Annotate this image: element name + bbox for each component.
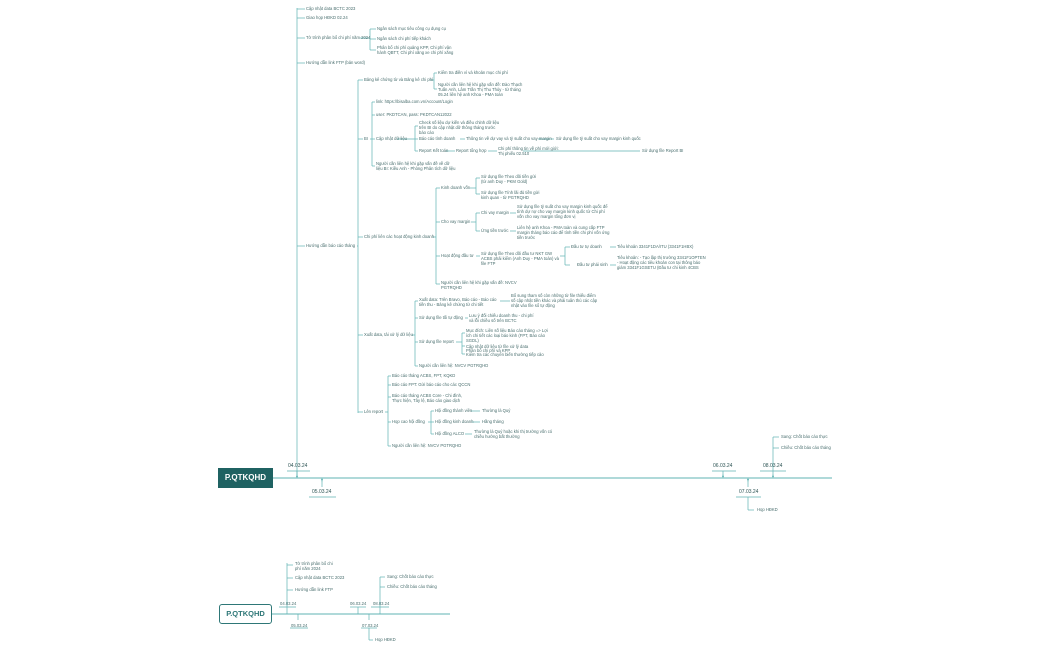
node-huong-dan-ftp[interactable]: Hướng dẫn link FTP (bản word) [306, 60, 366, 65]
node-bao-cao-fpt[interactable]: Báo cáo FPT: Gửi báo cáo cho các QCCN [392, 382, 471, 387]
mini-node-cap-nhat[interactable]: Cập nhật data BCTC 2023 [295, 575, 345, 580]
node-quy-bat-thuong[interactable]: Thường là Quý hoặc khi thị trường vốn có… [474, 429, 553, 439]
node-thuong-la-quy[interactable]: Thường là Quý [482, 408, 511, 413]
node-su-dung-file-tu-dong[interactable]: Sử dụng file tối tự động [419, 315, 463, 320]
node-hoat-dong-dau-tu[interactable]: Hoạt động đầu tư [441, 253, 474, 258]
node-dau-tu-tu-doanh[interactable]: Đầu tư tự doanh [571, 244, 602, 249]
node-phan-bo-chi-phi[interactable]: Phân bổ chi phí quảng KPP, Chi phí vận h… [377, 45, 454, 55]
node-sang-chot[interactable]: Sang: Chốt báo cáo thực [781, 434, 828, 439]
mini-date-label: 04.03.24 [280, 601, 297, 606]
node-file-ty-suat-margin[interactable]: Sử dụng file tỷ suất cho vay margin kinh… [517, 204, 608, 219]
date-label: 05.03.24 [312, 489, 332, 495]
node-hop-cao-hoi-dong[interactable]: Họp cao hội đồng [392, 419, 425, 424]
node-chi-phi-hoat-dong[interactable]: Chi phí liên các hoạt động kinh doanh [364, 234, 435, 239]
mini-node-to-trinh[interactable]: Tờ trình phân bổ chi phí năm 2024 [295, 561, 333, 571]
node-hang-thang[interactable]: Hằng tháng [482, 419, 504, 424]
date-label: 07.03.24 [739, 489, 759, 495]
mini-date-label: 08.03.24 [373, 601, 390, 606]
mini-root-node[interactable]: P.QTKQHD [219, 604, 272, 624]
node-bao-cao-acbs-core[interactable]: Báo cáo tháng ACBS Core - Chi đình, Thực… [392, 393, 463, 403]
node-nguoi-lien-he-bi[interactable]: Người cần liên hệ khi gặp vấn đề về dữ l… [376, 161, 456, 171]
node-len-report[interactable]: Lên report [364, 409, 384, 414]
node-su-dung-file-report[interactable]: Sử dụng file report [419, 339, 454, 344]
node-ung-tien-truoc[interactable]: Ứng tiền trước [481, 228, 509, 233]
node-xuat-data-bravo[interactable]: Xuất data: Trên Bravo, Báo cáo - Báo cáo… [419, 297, 497, 307]
node-huong-dan-bao-cao[interactable]: Hướng dẫn báo cáo tháng [306, 243, 356, 248]
date-label: 08.03.24 [763, 463, 783, 469]
node-ngan-sach-tiep-khach[interactable]: Ngân sách chi phí tiếp khách [377, 36, 431, 41]
date-label: 04.03.24 [288, 463, 308, 469]
node-file-theo-doi-dau-tu[interactable]: Sử dụng file Theo dõi đầu tư NKT GW ACBS… [481, 251, 559, 266]
node-hoi-dong-kinh-doanh[interactable]: Hội đồng kinh doanh [435, 419, 474, 424]
mini-date-label: 06.03.24 [350, 601, 367, 606]
node-cho-vay-margin[interactable]: Cho vay margin [441, 219, 471, 224]
node-nguoi-lien-he-chi-phi[interactable]: Người cần liên hệ khi gặp vấn đề: NVCV P… [441, 280, 517, 290]
node-nguoi-lien-he-xuat[interactable]: Người cần liên hệ: NVCV PGTRQHD [419, 363, 489, 368]
mini-node-ftp[interactable]: Hướng dẫn link FTP [295, 587, 333, 592]
mini-node-sang[interactable]: Sang: Chốt báo cáo thực [387, 574, 434, 579]
node-report-ket-toan[interactable]: Report Kết toán [419, 148, 449, 153]
date-label: 06.03.24 [713, 463, 733, 469]
node-nguoi-lien-he-bang-ke[interactable]: Người cần liên hệ khi gặp vấn đề: Đào Th… [438, 82, 523, 97]
node-hoi-dong-alco[interactable]: Hội đồng ALCO [435, 431, 465, 436]
node-ngan-sach-ccdc[interactable]: Ngân sách mục tiêu công cụ dụng cụ [377, 26, 446, 31]
node-dau-tu-phai-sinh[interactable]: Đầu tư phái sinh [577, 262, 608, 267]
node-tieu-khoan-tu-doanh[interactable]: Tiêu khoản 3341F1DA/ITU (3341F1HBX) [617, 244, 694, 249]
mini-date-label: 07.03.24 [362, 623, 379, 628]
node-su-dung-file-report-bi[interactable]: Sử dụng file Report BI [642, 148, 684, 153]
node-bao-cao-tinh-doanh[interactable]: Báo cáo tình doanh [419, 136, 456, 141]
node-giao-hop[interactable]: Giao họp HĐKD 02.24 [306, 15, 348, 20]
node-report-tong-hop[interactable]: Report tổng hợp [456, 148, 487, 153]
node-thong-tin-du-vay[interactable]: Thông tin về dự vay và tỷ suất cho vay m… [466, 136, 552, 141]
node-chi-vay-margin[interactable]: Chi vay margin [481, 210, 509, 215]
node-luu-y-doi-chieu[interactable]: Lưu ý đối chiếu doanh thu - chi phí và l… [469, 313, 534, 323]
node-bi-user[interactable]: user: PKDTCAN, pass: PKDTCAN12022 [376, 112, 452, 117]
node-bao-cao-thang-acbs[interactable]: Báo cáo tháng ACBS, FPT, KQKD [392, 373, 456, 378]
node-kiem-tra-dien[interactable]: Kiểm tra điền ví và khoản mục chi phí [438, 70, 508, 75]
node-su-dung-file-ty-suat[interactable]: Sử dụng file tỷ suất cho vay margin kinh… [556, 136, 641, 141]
node-tieu-khoan-phai-sinh[interactable]: Tiêu khoản: - Tạo lập thị trường 3341F1O… [617, 255, 706, 270]
node-muc-dich[interactable]: Mục đích: Liên số liệu Báo cáo tháng => … [466, 328, 548, 343]
node-cap-nhat-tu-file[interactable]: Cập nhật dữ liệu từ file xử lý data [466, 344, 529, 349]
node-chi-phi-thong-tin[interactable]: Chi phí thông tin về phí mới giới: Thị p… [498, 146, 559, 156]
node-bi-link[interactable]: link: https://bisalba.com.vn/Account/Log… [376, 99, 453, 104]
node-cap-nhat-du-lieu[interactable]: Cập nhật dữ liệu [376, 136, 407, 141]
node-cap-nhat-data[interactable]: Cập nhật data BCTC 2023 [306, 6, 356, 11]
node-to-trinh[interactable]: Tờ trình phân bổ chi phí năm 2024 [306, 35, 371, 40]
node-bi[interactable]: BI [364, 136, 368, 141]
node-bang-ke[interactable]: Bảng kê chứng từ và Bảng kê chi phí [364, 77, 434, 82]
node-kiem-tra-bien[interactable]: Kiểm tra các chuyển biến thường tiếp cảo [466, 352, 544, 357]
node-bo-sung-tham-so[interactable]: Bổ sung tham số còn những từ file thiếu … [511, 293, 598, 308]
node-phan-bo-kpp[interactable]: Phân bổ chi phí và KPP [466, 348, 511, 353]
node-file-theo-doi-tien-gui[interactable]: Sử dụng file Theo dõi tiền gửi (từ anh D… [481, 174, 537, 184]
node-nguoi-lien-he-report[interactable]: Người cần liên hệ: NVCV PGTRQHD [392, 443, 462, 448]
mini-node-chieu[interactable]: Chiều: Chốt báo cáo tháng [387, 584, 437, 589]
node-hoi-dong-thanh-vien[interactable]: Hội đồng thành viên [435, 408, 473, 413]
node-file-tinh-lai[interactable]: Sử dụng file Tính lãi đủ tiền gửi kinh q… [481, 190, 540, 200]
node-xuat-data[interactable]: Xuất data, tải xử lý dữ liệu [364, 332, 413, 337]
node-lien-he-anh-khoa[interactable]: Liên hệ anh Khoa - PMA toàn và cung cấp … [517, 225, 610, 240]
node-check-so-lieu[interactable]: Check số liệu dự kiến và điều chỉnh dữ l… [419, 120, 500, 135]
node-chieu-chot[interactable]: Chiều: Chốt báo cáo tháng [781, 445, 831, 450]
mini-date-label: 05.03.24 [291, 623, 308, 628]
node-kinh-doanh-von[interactable]: Kinh doanh vốn [441, 185, 471, 190]
mini-node-hop[interactable]: Họp HĐKD [375, 637, 396, 642]
node-hop-hdkd[interactable]: Họp HĐKD [757, 507, 778, 512]
root-node[interactable]: P.QTKQHD [218, 468, 273, 488]
